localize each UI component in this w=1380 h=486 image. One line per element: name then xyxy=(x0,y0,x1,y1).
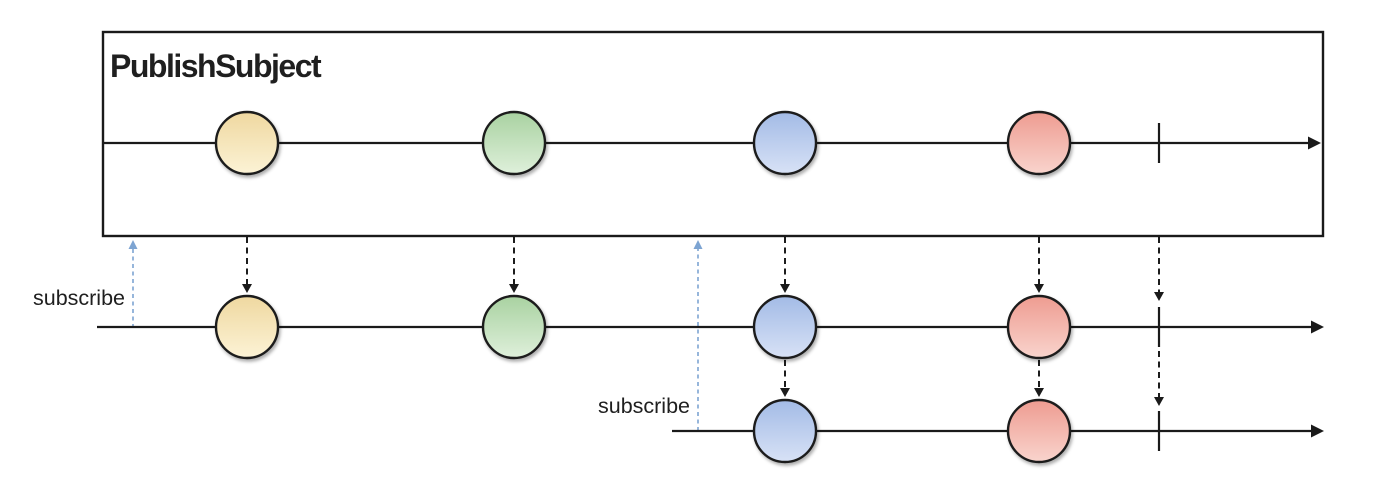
emission-arrowhead xyxy=(780,284,790,293)
emission-arrowhead xyxy=(1034,284,1044,293)
subscribe-label-2: subscribe xyxy=(598,394,690,418)
subscriber-timeline-2 xyxy=(672,398,1324,464)
marble-yellow xyxy=(214,110,280,176)
marble-blue xyxy=(752,398,818,464)
subscribe-arrows-layer xyxy=(128,240,703,431)
emission-arrowhead xyxy=(1154,397,1164,406)
diagram-title: PublishSubject xyxy=(110,48,322,84)
marble-blue xyxy=(752,110,818,176)
timeline-arrowhead xyxy=(1311,424,1324,438)
source-timeline xyxy=(101,30,1325,238)
emission-arrowhead xyxy=(509,284,519,293)
emission-arrowhead xyxy=(780,388,790,397)
timeline-arrowhead xyxy=(1308,136,1321,150)
marble-blue xyxy=(752,294,818,360)
subscribe-arrowhead xyxy=(128,240,138,249)
subscribe-label-1: subscribe xyxy=(33,286,125,310)
publish-subject-box xyxy=(101,30,1325,238)
emission-arrowhead xyxy=(242,284,252,293)
marble-yellow xyxy=(214,294,280,360)
marble-green xyxy=(481,294,547,360)
marble-red xyxy=(1006,398,1072,464)
emission-arrowhead xyxy=(1034,388,1044,397)
timeline-arrowhead xyxy=(1311,320,1324,334)
subscriber-timeline-1 xyxy=(97,294,1324,360)
subscriber-timelines xyxy=(97,294,1324,464)
emission-arrowhead xyxy=(1154,292,1164,301)
emission-arrows-layer xyxy=(242,237,1164,406)
subscribe-arrowhead xyxy=(693,240,703,249)
marble-red xyxy=(1006,294,1072,360)
marble-green xyxy=(481,110,547,176)
marble-red xyxy=(1006,110,1072,176)
